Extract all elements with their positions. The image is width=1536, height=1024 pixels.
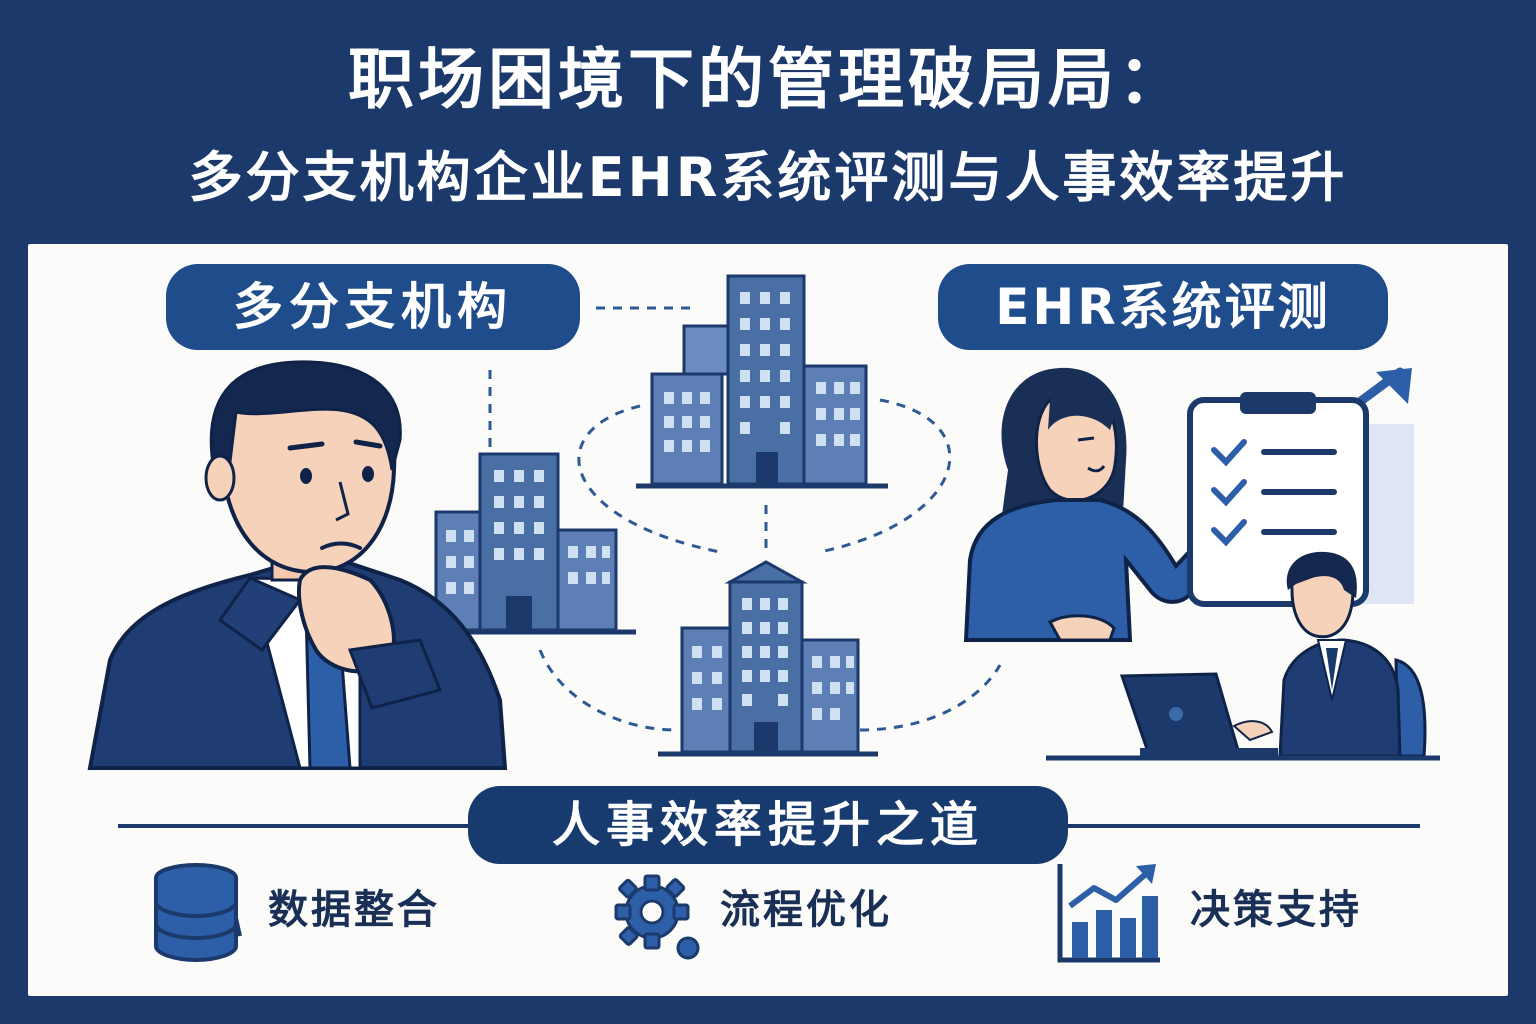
gear-icon (612, 872, 704, 966)
page-title: 职场困境下的管理破局局： (348, 41, 1188, 118)
building-cluster-bottom (658, 560, 878, 757)
database-icon (152, 862, 244, 966)
network-connectors (488, 306, 1002, 732)
feature-label-data-integration: 数据整合 (268, 887, 440, 933)
page-subtitle: 多分支机构企业EHR系统评测与人事效率提升 (188, 146, 1348, 209)
building-cluster-left (420, 452, 636, 635)
building-cluster-top (636, 274, 888, 489)
worried-manager-figure (87, 360, 508, 770)
ehr-review-label: EHR系统评测 (938, 264, 1388, 350)
branches-label: 多分支机构 (166, 264, 580, 350)
laptop-worker-figure (1046, 551, 1440, 761)
bar-chart-icon (1056, 860, 1164, 968)
feature-label-decision-support: 决策支持 (1190, 887, 1362, 933)
efficiency-path-label: 人事效率提升之道 (468, 786, 1068, 864)
feature-label-process-optimization: 流程优化 (720, 887, 892, 933)
